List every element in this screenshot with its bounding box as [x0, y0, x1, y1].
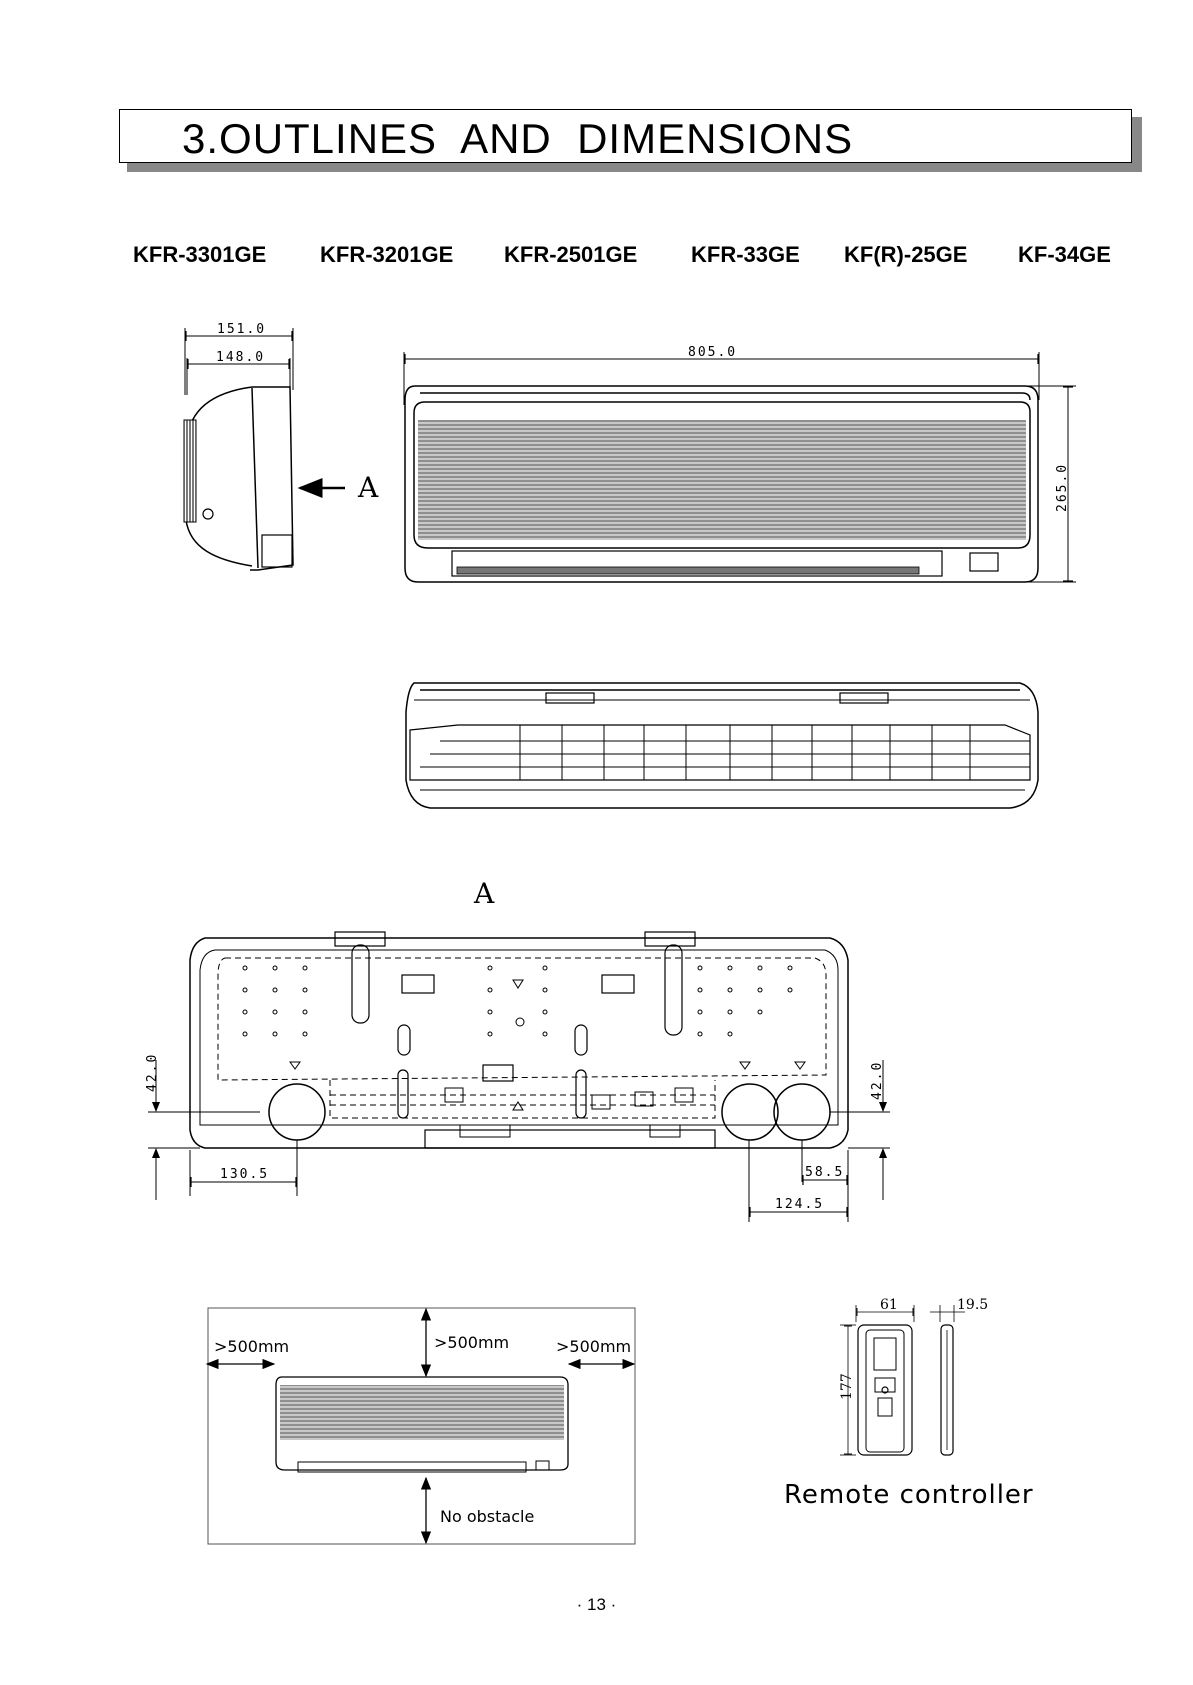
- clearance-left-label: >500mm: [214, 1337, 289, 1356]
- view-arrow-label: A: [357, 471, 379, 504]
- remote-height-dimension: 177: [839, 1373, 855, 1400]
- top-view: [406, 683, 1038, 808]
- side-depth-outer: 151.0: [217, 322, 266, 337]
- remote-depth-dimension: 19.5: [957, 1297, 988, 1313]
- rear-right-height-dimension: 42.0: [870, 1061, 885, 1100]
- clearance-right-label: >500mm: [556, 1337, 631, 1356]
- page-number: · 13 ·: [0, 1595, 1193, 1615]
- rear-right-large-offset-dimension: 124.5: [775, 1197, 824, 1212]
- front-height-dimension: 265.0: [1055, 463, 1070, 512]
- remote-controller-label: Remote controller: [784, 1480, 1034, 1510]
- rear-view: [190, 932, 848, 1148]
- front-width-dimension: 805.0: [688, 345, 737, 360]
- front-view: [404, 352, 1076, 582]
- side-depth-inner: 148.0: [216, 350, 265, 365]
- remote-controller-drawing: [840, 1305, 965, 1455]
- rear-view-label: A: [473, 877, 495, 910]
- rear-mount-holes: [243, 966, 805, 1110]
- rear-right-small-offset-dimension: 58.5: [805, 1165, 844, 1180]
- clearance-bottom-label: No obstacle: [440, 1507, 534, 1526]
- remote-width-dimension: 61: [880, 1297, 898, 1313]
- rear-left-height-dimension: 42.0: [145, 1053, 160, 1092]
- clearance-top-label: >500mm: [434, 1333, 509, 1352]
- rear-left-offset-dimension: 130.5: [220, 1167, 269, 1182]
